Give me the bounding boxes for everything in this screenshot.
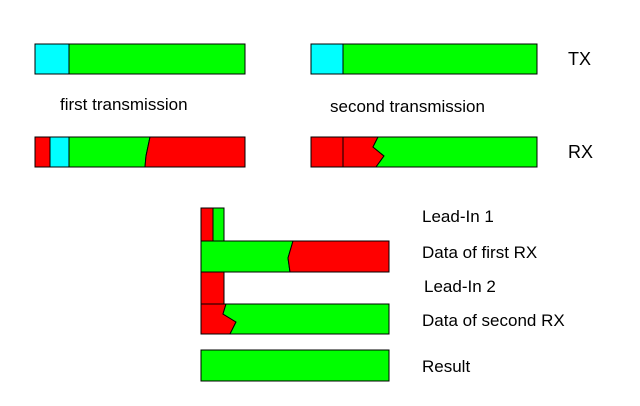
result-bar — [200, 349, 390, 382]
tx1-data-segment — [68, 43, 246, 75]
rx-first-reception-bar — [34, 136, 246, 168]
lead-in-1-bar — [200, 207, 225, 242]
first-rx-good-segment — [200, 240, 294, 273]
second-rx-good-segment — [222, 303, 390, 335]
tx-label: TX — [568, 49, 591, 69]
rx2-noise-segment — [310, 136, 344, 168]
tx2-lead-in-segment — [310, 43, 344, 75]
rx1-good-data-segment — [68, 136, 151, 168]
lead-in-2-bar — [200, 271, 225, 305]
rx-second-reception-bar — [310, 136, 538, 168]
tx1-lead-in-segment — [34, 43, 70, 75]
tx-first-transmission-bar — [34, 43, 246, 75]
lead-in-2-label: Lead-In 2 — [424, 277, 496, 296]
rx1-corrupt-data-segment — [144, 136, 246, 168]
data-of-first-rx-label: Data of first RX — [422, 243, 537, 262]
lead-in-1-green-segment — [212, 207, 225, 242]
data-of-second-rx-bar — [200, 303, 390, 335]
second-transmission-label: second transmission — [330, 97, 485, 116]
tx-second-transmission-bar — [310, 43, 538, 75]
result-label: Result — [422, 357, 470, 376]
rx1-noise-segment — [34, 136, 51, 168]
data-of-first-rx-bar — [200, 240, 390, 273]
rx-label: RX — [568, 142, 593, 162]
lead-in-1-label: Lead-In 1 — [422, 207, 494, 226]
lead-in-1-red-segment — [200, 207, 214, 242]
lead-in-2-red-segment — [200, 271, 225, 305]
first-rx-corrupt-segment — [287, 240, 390, 273]
rx2-good-data-segment — [372, 136, 538, 168]
rx1-lead-in-segment — [49, 136, 70, 168]
tx2-data-segment — [342, 43, 538, 75]
first-transmission-label: first transmission — [60, 95, 188, 114]
result-green-segment — [200, 349, 390, 382]
data-of-second-rx-label: Data of second RX — [422, 311, 565, 330]
